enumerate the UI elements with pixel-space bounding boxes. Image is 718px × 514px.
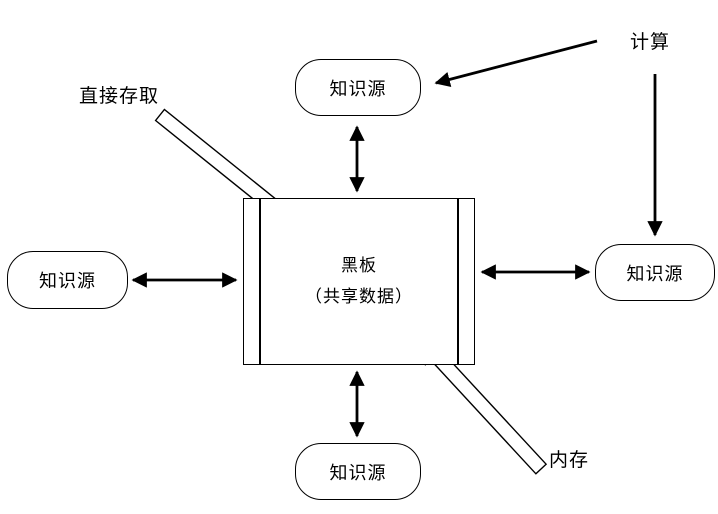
blackboard-left-rail <box>259 199 261 364</box>
knowledge-source-right-label: 知识源 <box>626 263 684 285</box>
knowledge-source-left: 知识源 <box>7 251 128 309</box>
direct-access-label: 直接存取 <box>79 85 160 107</box>
blackboard-right-rail <box>457 199 459 364</box>
compute-label: 计算 <box>630 31 671 53</box>
knowledge-source-bottom-label: 知识源 <box>329 462 387 484</box>
knowledge-source-right: 知识源 <box>595 244 715 301</box>
blackboard-subtitle: （共享数据） <box>305 286 413 307</box>
knowledge-source-top-label: 知识源 <box>329 78 387 100</box>
knowledge-source-top: 知识源 <box>295 59 421 116</box>
knowledge-source-left-label: 知识源 <box>39 271 96 292</box>
compute-to-top-node-arrow <box>434 39 598 87</box>
blackboard-box: 黑板 （共享数据） <box>243 198 475 365</box>
memory-label: 内存 <box>549 449 590 471</box>
blackboard-title: 黑板 <box>341 255 377 276</box>
knowledge-source-bottom: 知识源 <box>295 443 421 500</box>
